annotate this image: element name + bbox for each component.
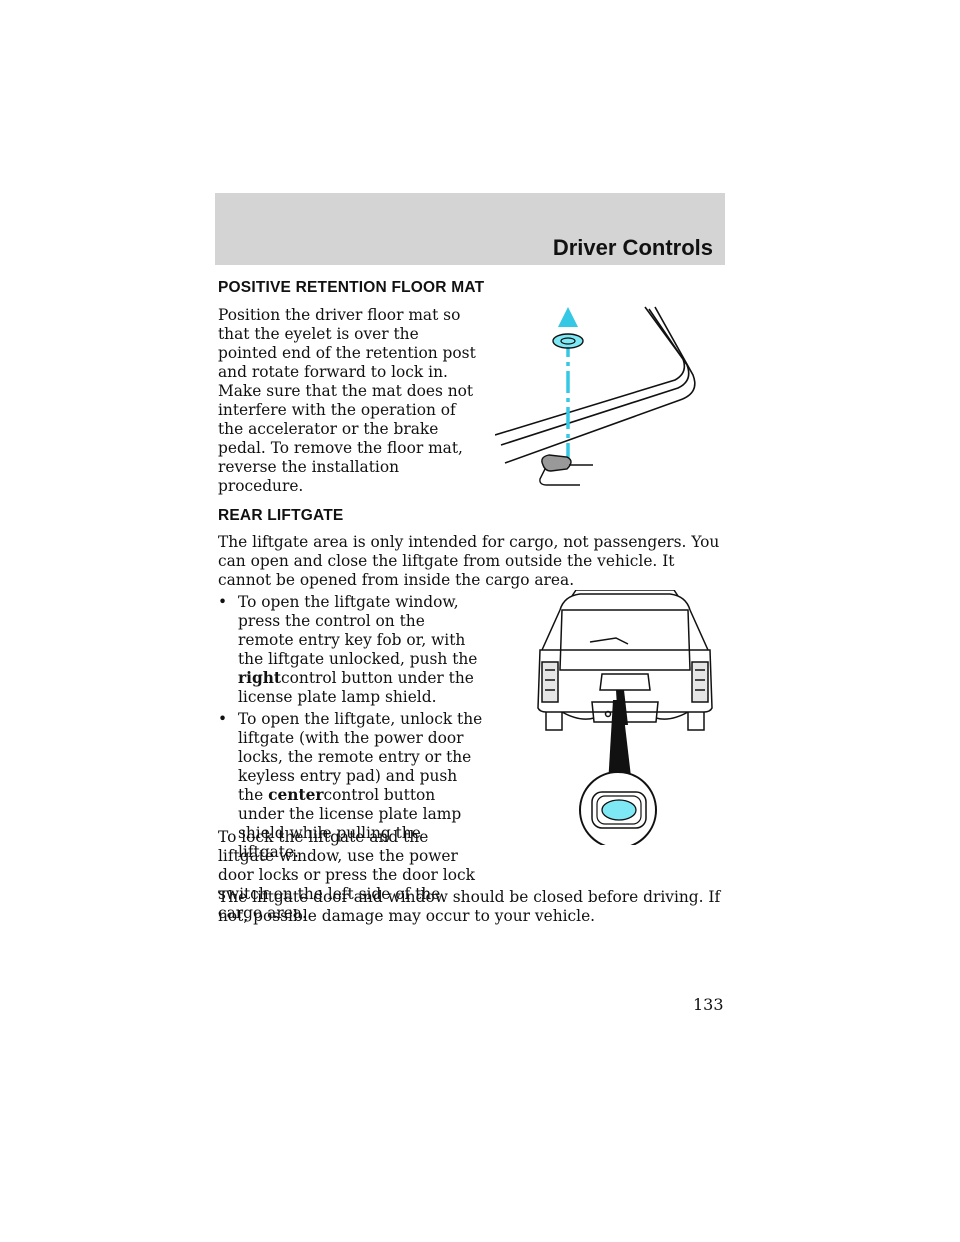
- section-heading-liftgate: REAR LIFTGATE: [218, 507, 344, 524]
- callout-pointer: [616, 690, 628, 725]
- arrow-head-icon: [558, 307, 578, 327]
- control-button-icon: [601, 799, 637, 821]
- bullet-dot: •: [218, 593, 228, 611]
- liftgate-lock-paragraph: To lock the liftgate and the liftgate wi…: [218, 828, 475, 922]
- floor-mat-edge: [495, 306, 696, 464]
- liftgate-closing-paragraph: The liftgate door and window should be c…: [218, 888, 721, 925]
- page-number: 133: [693, 995, 724, 1014]
- bullet-text: To open the liftgate, unlock the liftgat…: [238, 710, 483, 861]
- liftgate-illustration: [537, 590, 713, 845]
- retention-post-icon: [539, 454, 593, 486]
- vehicle-rear-icon: [537, 590, 713, 731]
- floor-mat-illustration: [495, 306, 696, 486]
- header-title: Driver Controls: [552, 235, 713, 260]
- eyelet-icon: [552, 333, 584, 349]
- section-heading-floor-mat: POSITIVE RETENTION FLOOR MAT: [218, 279, 485, 296]
- bullet-text: To open the liftgate window, press the c…: [238, 593, 478, 706]
- floor-mat-paragraph: Position the driver floor mat so that th…: [218, 306, 476, 495]
- callout-pointer: [608, 700, 632, 785]
- bullet-dot: •: [218, 710, 228, 728]
- control-button-magnifier: [579, 771, 657, 845]
- liftgate-intro-paragraph: The liftgate area is only intended for c…: [218, 533, 720, 589]
- header-band: Driver Controls: [215, 193, 725, 265]
